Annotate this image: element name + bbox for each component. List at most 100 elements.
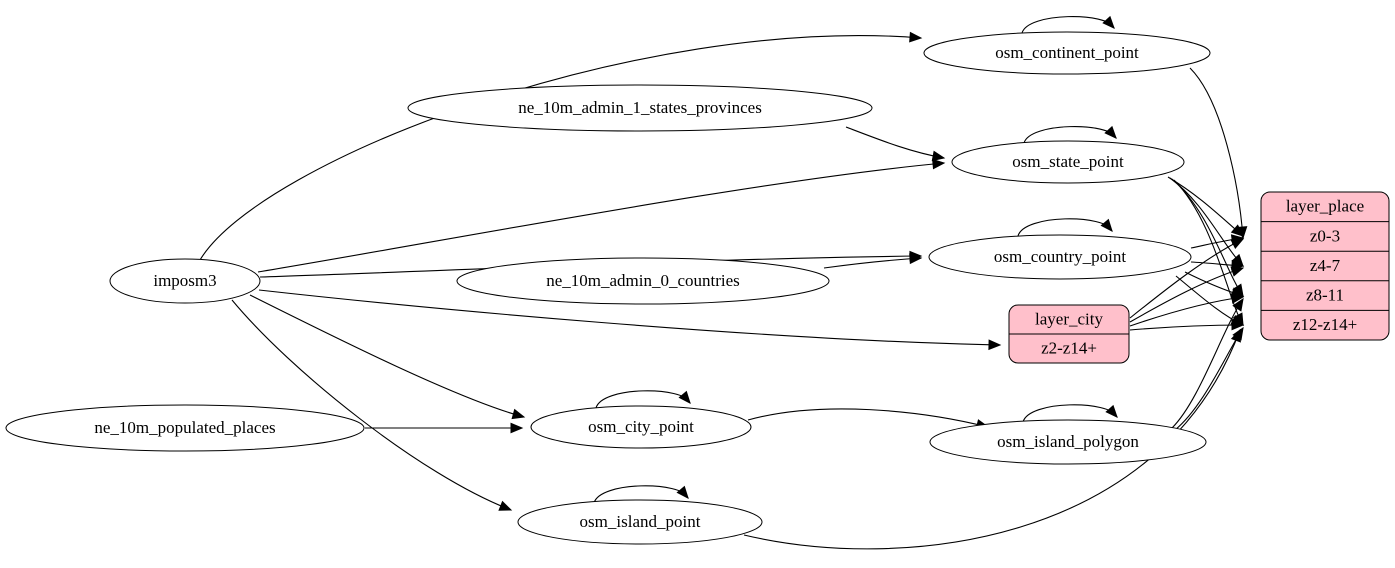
record-row-label[interactable]: z8-11 <box>1306 286 1344 305</box>
node-osm_island_polygon[interactable]: osm_island_polygon <box>929 419 1207 465</box>
edge-line <box>1021 16 1115 34</box>
node-label: osm_country_point <box>994 247 1126 266</box>
edge-osm_island_point-to-osm_island_point <box>593 485 689 504</box>
node-imposm3[interactable]: imposm3 <box>109 258 261 304</box>
node-ne_10m_admin_0_countries[interactable]: ne_10m_admin_0_countries <box>456 257 830 305</box>
node-label: osm_city_point <box>588 417 694 436</box>
arrow-head-icon <box>498 500 513 511</box>
node-shape-ellipse[interactable] <box>923 31 1211 75</box>
edge-osm_continent_point-to-osm_continent_point <box>1021 15 1115 34</box>
arrow-head-icon <box>1230 238 1245 250</box>
node-label: osm_state_point <box>1012 152 1124 171</box>
edge-line <box>1022 404 1118 423</box>
edge-line <box>595 390 691 409</box>
edge-line <box>1129 267 1244 323</box>
node-shape-ellipse[interactable] <box>5 404 365 452</box>
node-label: osm_island_polygon <box>997 432 1139 451</box>
edge-osm_city_point-to-osm_island_polygon <box>747 408 990 430</box>
edge-layer_city-to-layer_place_z4_7 <box>1129 266 1245 323</box>
edge-line <box>747 408 989 428</box>
node-ne_10m_populated_places[interactable]: ne_10m_populated_places <box>5 404 365 452</box>
edge-line <box>1189 67 1244 239</box>
edge-ne_10m_admin_1_states_provinces-to-osm_state_point <box>845 126 946 162</box>
edge-osm_continent_point-to-layer_place_z0_3 <box>1189 67 1248 240</box>
node-shape-ellipse[interactable] <box>456 257 830 305</box>
node-shape-ellipse[interactable] <box>928 234 1192 280</box>
record-row-label[interactable]: z2-z14+ <box>1041 338 1097 357</box>
arrow-head-icon <box>1100 218 1113 232</box>
arrow-head-icon <box>1231 319 1245 331</box>
edge-line <box>258 289 1001 346</box>
record-background[interactable] <box>1260 191 1390 341</box>
edge-line <box>249 294 525 418</box>
node-osm_state_point[interactable]: osm_state_point <box>951 140 1185 184</box>
arrow-head-icon <box>678 390 691 404</box>
arrow-head-icon <box>909 253 923 265</box>
record-row-label[interactable]: z4-7 <box>1310 256 1341 275</box>
edge-imposm3-to-osm_island_point <box>231 299 513 511</box>
node-osm_island_point[interactable]: osm_island_point <box>517 499 763 545</box>
arrow-head-icon <box>909 31 923 43</box>
node-shape-ellipse[interactable] <box>929 419 1207 465</box>
node-ne_10m_admin_1_states_provinces[interactable]: ne_10m_admin_1_states_provinces <box>407 84 873 132</box>
edge-osm_island_polygon-to-osm_island_polygon <box>1022 404 1118 423</box>
edge-line <box>823 257 922 269</box>
nodes-layer: imposm3 ne_10m_admin_1_states_provincesne… <box>5 31 1211 545</box>
edge-line <box>845 126 945 159</box>
edge-imposm3-to-osm_state_point <box>257 158 946 273</box>
edge-ne_10m_populated_places-to-osm_city_point <box>365 422 524 434</box>
edge-line <box>1173 179 1244 326</box>
arrow-head-icon <box>1105 404 1118 418</box>
record-node-layer_city[interactable]: layer_city z2-z14+ <box>1008 304 1130 364</box>
node-shape-ellipse[interactable] <box>530 405 752 449</box>
node-shape-ellipse[interactable] <box>407 84 873 132</box>
edge-ne_10m_admin_0_countries-to-osm_country_point <box>823 253 923 269</box>
record-row-label[interactable]: z12-z14+ <box>1293 315 1357 334</box>
edge-layer_city-to-layer_place_z0_3 <box>1129 238 1245 319</box>
arrow-head-icon <box>676 485 689 499</box>
arrow-head-icon <box>511 408 526 420</box>
edge-osm_city_point-to-osm_city_point <box>595 390 691 409</box>
node-shape-ellipse[interactable] <box>109 258 261 304</box>
node-osm_city_point[interactable]: osm_city_point <box>530 405 752 449</box>
arrow-head-icon <box>1230 328 1241 343</box>
edge-line <box>1174 327 1244 431</box>
node-shape-ellipse[interactable] <box>951 140 1185 184</box>
arrow-head-icon <box>988 339 1002 351</box>
edge-line <box>1129 238 1244 319</box>
edge-imposm3-to-layer_city <box>258 289 1002 351</box>
edge-osm_island_polygon-to-layer_place_z8_11 <box>1171 297 1244 429</box>
arrow-head-icon <box>1230 293 1245 304</box>
edges-layer <box>199 15 1248 550</box>
edge-line <box>199 35 922 261</box>
edge-osm_country_point-to-osm_country_point <box>1017 218 1113 237</box>
node-osm_country_point[interactable]: osm_country_point <box>928 234 1192 280</box>
edge-imposm3-to-osm_continent_point <box>199 31 923 261</box>
node-label: ne_10m_admin_1_states_provinces <box>518 98 762 117</box>
record-title: layer_city <box>1035 309 1103 328</box>
edge-line <box>1171 298 1244 429</box>
edge-line <box>1129 296 1244 327</box>
record-node-layer_place[interactable]: layer_place z0-3 z4-7 z8-11 z12-z14+ <box>1260 191 1390 341</box>
edge-layer_city-to-layer_place_z8_11 <box>1129 293 1245 327</box>
arrow-head-icon <box>931 150 946 162</box>
arrow-head-icon <box>1230 224 1244 237</box>
arrow-head-icon <box>1230 266 1245 277</box>
arrow-head-icon <box>1104 125 1117 139</box>
node-label: ne_10m_populated_places <box>94 418 275 437</box>
arrow-head-icon <box>1102 15 1115 29</box>
node-osm_continent_point[interactable]: osm_continent_point <box>923 31 1211 75</box>
edge-line <box>1129 324 1244 331</box>
edge-line <box>1017 218 1113 237</box>
record-row-label[interactable]: z0-3 <box>1310 226 1340 245</box>
arrow-head-icon <box>932 158 946 170</box>
node-shape-ellipse[interactable] <box>517 499 763 545</box>
records-layer: layer_city z2-z14+ layer_place z0-3 z4-7 z8-1… <box>1008 191 1390 364</box>
record-title: layer_place <box>1286 197 1364 216</box>
edge-layer_city-to-layer_place_z12 <box>1129 319 1245 331</box>
edge-line <box>257 162 945 273</box>
edge-imposm3-to-osm_city_point <box>249 294 526 420</box>
edge-osm_state_point-to-osm_state_point <box>1023 125 1117 144</box>
node-label: osm_continent_point <box>995 43 1139 62</box>
